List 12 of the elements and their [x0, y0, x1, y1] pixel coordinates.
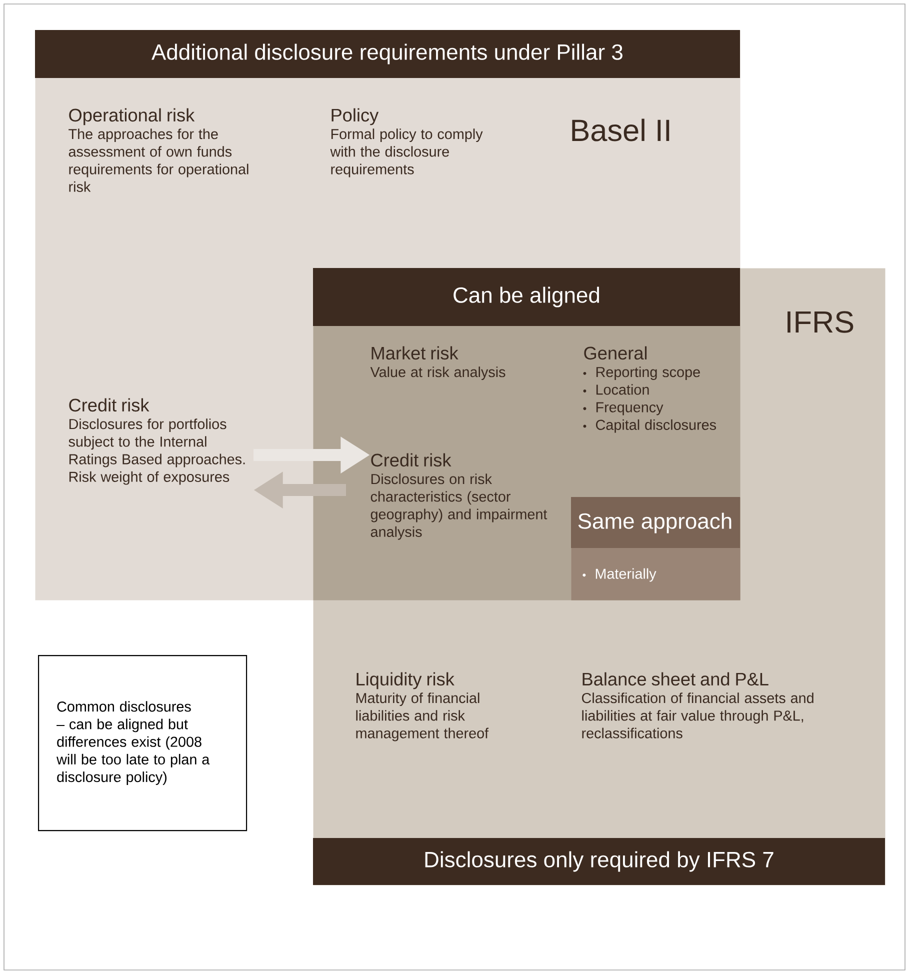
risk-text: Market risk Value at risk analysis [370, 346, 506, 380]
risk-text: Liquidity risk Maturity of financial liabilities and risk management thereof [356, 672, 489, 742]
note-box: Common disclosures – can be aligned but differences exist (2008 will be too late to plan a disclosure policy) [38, 655, 248, 832]
risk-text: Credit risk Disclosures for portfolios subject to the Internal Ratings Based approaches. Risk weight of exposures [68, 398, 245, 485]
approach-box: Same approach Materially [571, 497, 740, 600]
risk-text: Operational risk The approaches for the assessment of own funds requirements for operational risk [68, 108, 248, 192]
risk-text: Policy Formal policy to comply with the disclosure requirements [330, 108, 483, 178]
risk-text: Balance sheet and P&L Classification of financial assets and liabilities at fair value through P&L, reclassifications [582, 672, 814, 738]
panel-label: Basel II [572, 118, 670, 142]
risk-text: Credit risk Disclosures on risk characteristics (sector geography) and impairment analysis [370, 453, 548, 540]
panel-label: IFRS [788, 311, 854, 333]
risk-text: General Reporting scope Location Frequency Capital disclosures [583, 346, 716, 433]
